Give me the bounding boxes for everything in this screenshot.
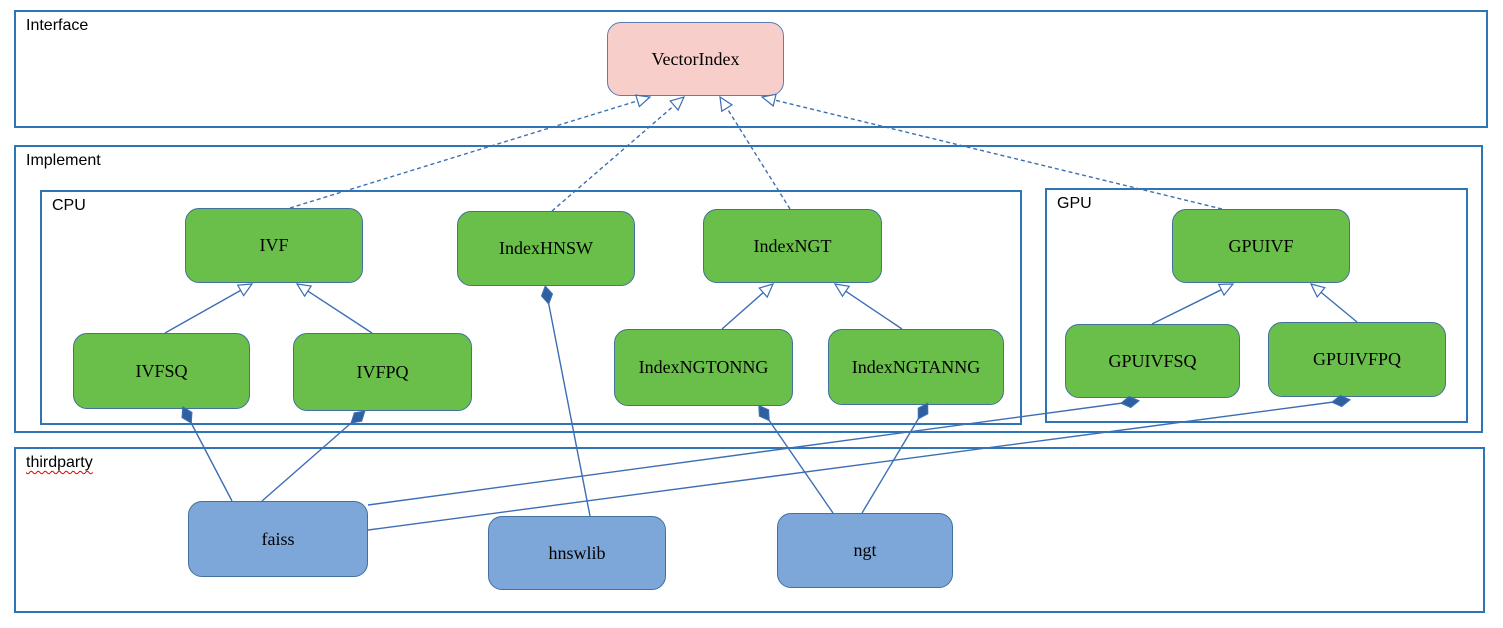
node-label: hnswlib (548, 542, 606, 563)
interface-container-label: Interface (26, 17, 89, 34)
gpu-container-label: GPU (1057, 195, 1092, 212)
node-indexhnsw[interactable]: IndexHNSW (457, 211, 635, 286)
node-label: ngt (853, 540, 877, 560)
node-hnswlib[interactable]: hnswlib (488, 516, 666, 590)
node-label: GPUIVF (1228, 235, 1294, 256)
node-vectorindex[interactable]: VectorIndex (607, 22, 784, 96)
node-ivfsq[interactable]: IVFSQ (73, 333, 250, 409)
node-gpuivfpq[interactable]: GPUIVFPQ (1268, 322, 1446, 397)
node-label: VectorIndex (651, 48, 740, 69)
node-label: GPUIVFSQ (1108, 350, 1197, 371)
implement-container-label: Implement (26, 152, 101, 169)
node-label: GPUIVFPQ (1312, 349, 1402, 369)
node-label: IndexNGTONNG (638, 357, 769, 377)
cpu-container-label: CPU (52, 197, 86, 214)
node-label: faiss (261, 528, 295, 549)
node-label: IVFPQ (356, 361, 409, 382)
node-ivfpq[interactable]: IVFPQ (293, 333, 472, 411)
node-label: IVFSQ (135, 360, 188, 381)
node-indexngt[interactable]: IndexNGT (703, 209, 882, 283)
node-ngt[interactable]: ngt (777, 513, 953, 588)
node-label: IndexHNSW (499, 238, 593, 258)
node-indexngtonng[interactable]: IndexNGTONNG (614, 329, 793, 406)
node-label: IVF (259, 235, 289, 255)
node-gpuivfsq[interactable]: GPUIVFSQ (1065, 324, 1240, 398)
node-faiss[interactable]: faiss (188, 501, 368, 577)
node-label: IndexNGTANNG (851, 356, 981, 377)
node-indexngtanng[interactable]: IndexNGTANNG (828, 329, 1004, 405)
node-label: IndexNGT (753, 235, 832, 256)
node-gpuivf[interactable]: GPUIVF (1172, 209, 1350, 283)
node-ivf[interactable]: IVF (185, 208, 363, 283)
thirdparty-container-label: thirdparty (26, 454, 93, 471)
